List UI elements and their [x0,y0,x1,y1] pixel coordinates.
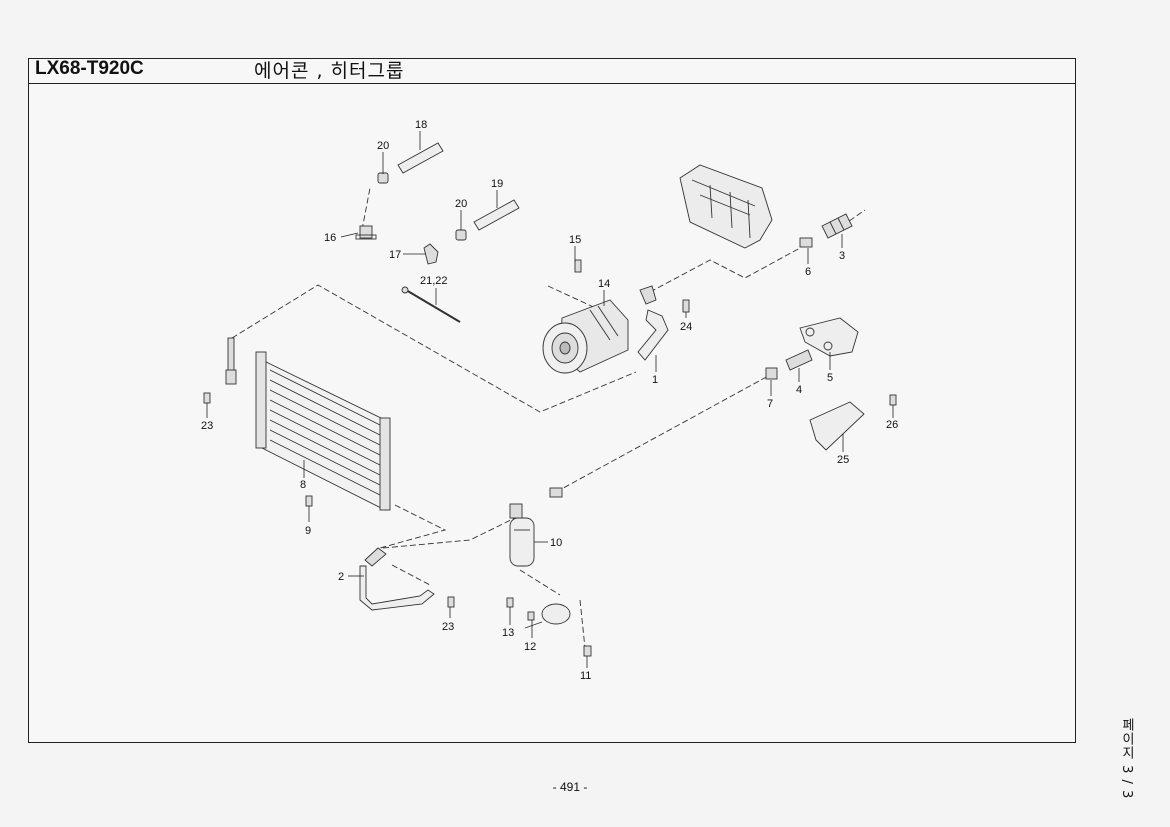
callout-25: 25 [837,454,849,466]
callout-11: 11 [580,670,591,682]
callout-13: 13 [502,627,514,639]
compressor-part-14 [542,299,629,374]
callout-19: 19 [491,178,503,190]
callout-12: 12 [524,641,536,653]
bracket-part-5 [799,317,859,357]
callout-5: 5 [827,372,833,384]
mount-rod [225,337,237,385]
bolt-part-26 [889,394,897,406]
bolt-part-11 [583,645,592,657]
assembly-lines [231,187,866,649]
bolt-part-24 [682,299,690,313]
bolt-part-23a [203,392,211,404]
callout-7: 7 [767,398,773,410]
valve-part-3 [821,213,853,239]
callout-20a: 20 [377,140,389,152]
callout-6: 6 [805,266,811,278]
hose-part-19 [473,199,520,231]
plate-part-25 [809,401,865,451]
heater-unit [679,164,773,249]
callout-8: 8 [300,479,306,491]
hose-part-1 [637,285,669,361]
callout-23b: 23 [442,621,454,633]
pipe-part-2 [359,547,435,611]
model-code: LX68-T920C [35,58,144,79]
callout-3: 3 [839,250,845,262]
bolt-part-9 [305,495,313,507]
switch-part-16 [355,225,377,240]
callout-16: 16 [324,232,336,244]
title-bar: LX68-T920C 에어콘 , 히터그룹 [29,58,1075,84]
callout-24: 24 [680,321,692,333]
bolt-part-15 [574,259,582,273]
callout-14: 14 [598,278,610,290]
fitting-part-7 [765,367,778,380]
bolt-part-23b [447,596,455,608]
fitting-part-6 [799,237,813,248]
callout-2: 2 [338,571,344,583]
condenser-part-8 [255,351,391,511]
group-title: 에어콘 , 히터그룹 [254,60,405,82]
hose-part-18 [397,142,444,174]
page-number: - 491 - [552,780,588,794]
callout-15: 15 [569,234,581,246]
callout-18: 18 [415,119,427,131]
diagram-frame: LX68-T920C 에어콘 , 히터그룹 [28,58,1076,743]
callout-23a: 23 [201,420,213,432]
fitting-part-20b [455,229,467,241]
callout-26: 26 [886,419,898,431]
drier-part-10 [509,503,535,567]
page-index: 페이지 3 / 3 [1119,718,1134,800]
bolt-part-13 [506,597,514,608]
callout-4: 4 [796,384,802,396]
callout-20b: 20 [455,198,467,210]
clamp-part-12 [524,603,571,629]
valve-part-4 [785,349,813,371]
callout-10: 10 [550,537,562,549]
callout-9: 9 [305,525,311,537]
wire-part-21-22 [401,286,461,323]
callout-1: 1 [652,374,658,386]
fitting-drier [549,487,563,498]
leader-lines [206,131,894,668]
callout-21-22: 21,22 [420,275,448,287]
washer-part-12 [527,611,535,621]
elbow-part-17 [423,243,439,265]
fitting-part-20a [377,172,389,184]
callout-17: 17 [389,249,401,261]
